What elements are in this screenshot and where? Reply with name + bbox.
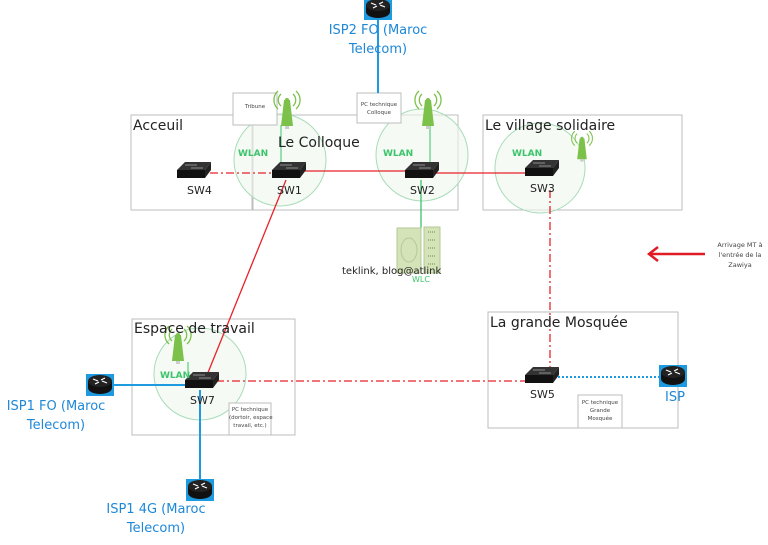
wlan-label-sw7: WLAN (160, 371, 191, 381)
wlan-label-sw3: WLAN (512, 149, 543, 159)
sw7-label: SW7 (190, 394, 215, 407)
wlan-coverage-sw2 (375, 108, 469, 202)
pc-mosquee-line1: PC technique (581, 400, 619, 406)
sw4-label: SW4 (187, 184, 212, 197)
zone-village-title: Le village solidaire (485, 118, 616, 134)
arrival-note-line1: Arrivage MT à (717, 241, 763, 249)
zone-mosquee-title: La grande Mosquée (490, 315, 628, 331)
zone-acceuil-title: Acceuil (133, 118, 183, 134)
zone-espace-title: Espace de travail (134, 321, 255, 337)
pc-espace-label: PC technique (dortoir, espace travail, etc… (229, 406, 273, 430)
pc-mosquee-box (577, 394, 623, 429)
link-sw1-sw7 (204, 179, 287, 381)
isp-label: ISP (665, 390, 685, 405)
sw3-label: SW3 (530, 182, 555, 195)
sw2-label: SW2 (410, 184, 435, 197)
isp1-fo-label-line1: ISP1 FO (Maroc (6, 399, 106, 414)
isp1-4g-label-line2: Telecom) (126, 521, 186, 536)
zone-village-box (482, 114, 683, 211)
pc-espace-line1: PC technique (231, 407, 269, 413)
sw1-label: SW1 (277, 184, 302, 197)
pc-colloque-box (356, 92, 402, 124)
arrival-arrow-icon (646, 246, 705, 262)
pc-mosquee-line3: Mosquée (587, 416, 613, 422)
wlc-caption: teklink, blog@atlink (342, 266, 442, 277)
arrival-note-line2: l'entrée de la (718, 251, 762, 259)
sw5-label: SW5 (530, 388, 555, 401)
pc-espace-line2: (dortoir, espace (229, 415, 273, 421)
tribune-label: Tribune (244, 104, 266, 110)
isp1-fo-label-line2: Telecom) (26, 418, 86, 433)
arrival-note: Arrivage MT à l'entrée de la Zawiya (712, 240, 768, 270)
wlan-label-sw2: WLAN (383, 149, 414, 159)
isp2-label-line2: Telecom) (348, 42, 408, 57)
arrival-note-line3: Zawiya (728, 261, 752, 269)
pc-espace-box (228, 402, 272, 436)
isp1-4g-label-line1: ISP1 4G (Maroc (106, 502, 206, 517)
wlc-label: WLC (412, 275, 430, 284)
switch-icon-sw5[interactable] (524, 366, 560, 384)
router-icon-isp2[interactable] (363, 0, 393, 21)
tribune-box (232, 92, 278, 126)
pc-colloque-line2: Colloque (367, 110, 391, 116)
wlan-label-sw1: WLAN (238, 149, 269, 159)
isp2-label-line1: ISP2 FO (Maroc (328, 23, 428, 38)
zone-espace-box (131, 318, 296, 436)
router-icon-isp[interactable] (658, 364, 688, 388)
router-icon-isp1-fo[interactable] (85, 373, 115, 397)
switch-icon-sw4[interactable] (176, 161, 212, 179)
zone-colloque-title: Le Colloque (278, 135, 360, 151)
router-icon-isp1-4g[interactable] (185, 478, 215, 502)
pc-colloque-line1: PC technique (360, 102, 398, 108)
pc-mosquee-line2: Grande (589, 408, 611, 414)
pc-espace-line3: travail, etc.) (233, 423, 267, 429)
wlc-controller-icon (396, 226, 441, 274)
wlan-coverage-sw1 (233, 113, 327, 207)
